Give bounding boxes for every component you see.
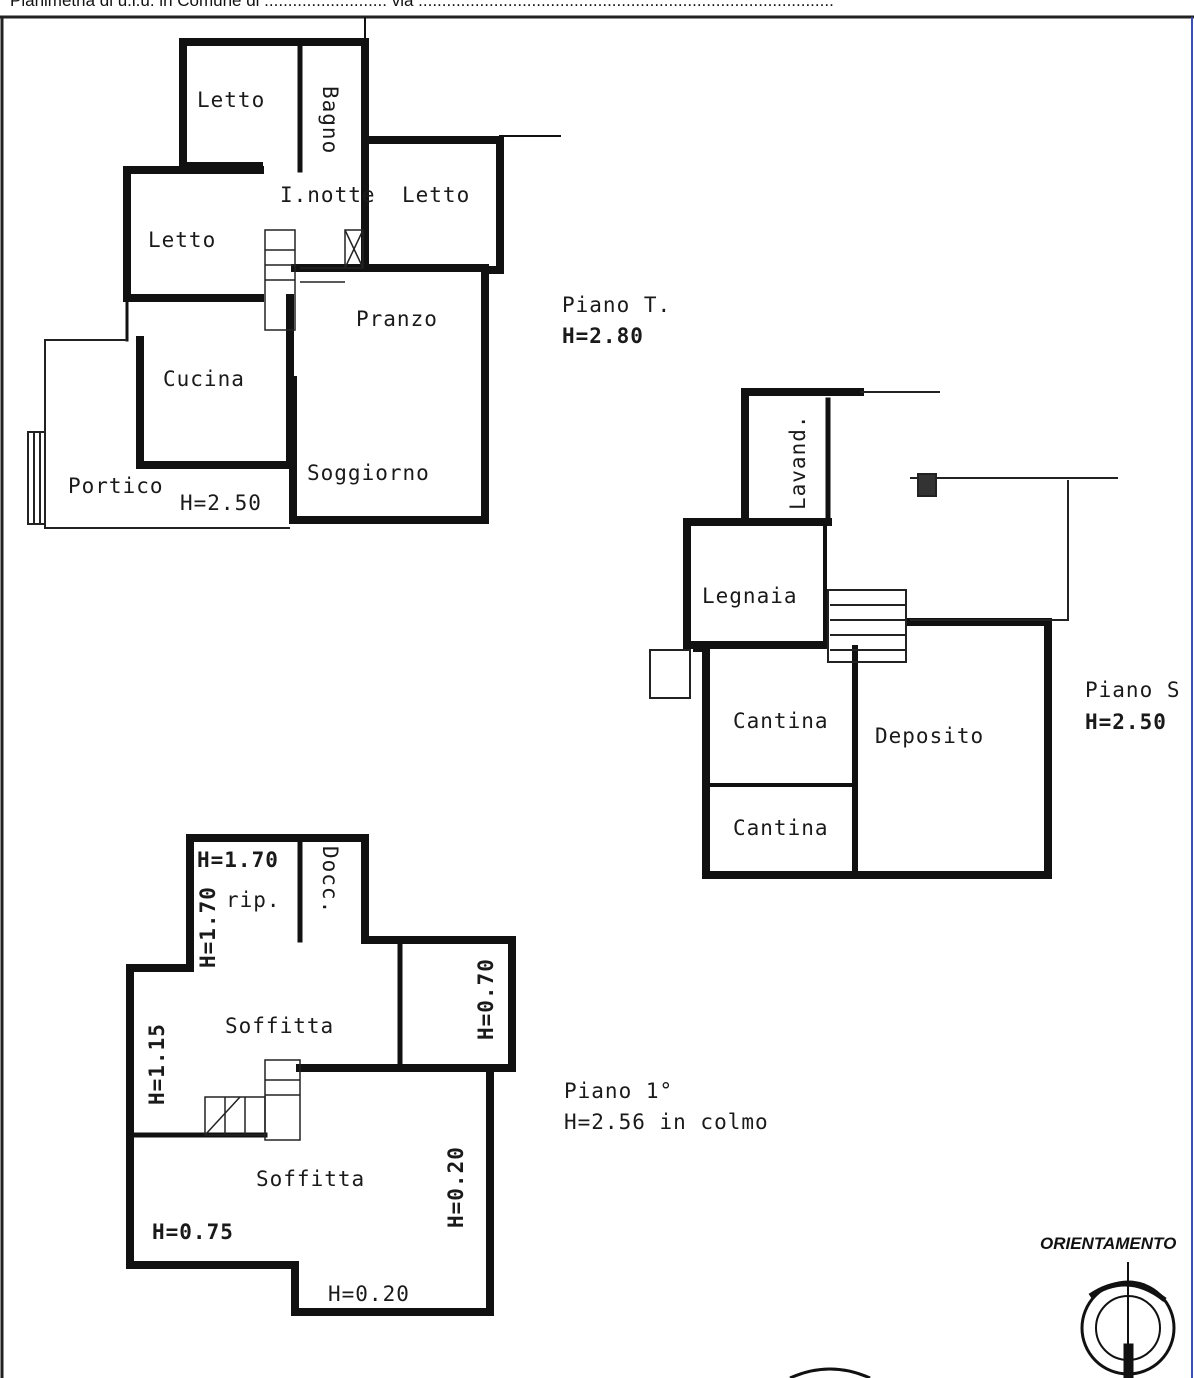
north-arrow-icon bbox=[1080, 1262, 1176, 1378]
room-label-letto-2: Letto bbox=[402, 183, 471, 207]
portico-height: H=2.50 bbox=[180, 491, 262, 515]
basement-title: Piano S bbox=[1085, 678, 1181, 702]
height-rip: H=1.70 bbox=[197, 848, 279, 872]
room-label-deposito: Deposito bbox=[875, 724, 985, 748]
basement-terrace-outline bbox=[649, 391, 1118, 699]
room-label-doccia: Docc. bbox=[318, 846, 342, 915]
room-label-soffitta-1: Soffitta bbox=[225, 1014, 335, 1038]
room-label-cucina: Cucina bbox=[163, 367, 245, 391]
height-0-70: H=0.70 bbox=[474, 958, 498, 1040]
room-label-cantina-1: Cantina bbox=[733, 709, 829, 733]
corridor-label: I.notte bbox=[280, 183, 376, 207]
ground-floor-title: Piano T. bbox=[562, 293, 672, 317]
room-label-bagno: Bagno bbox=[318, 86, 342, 155]
room-label-letto-3: Letto bbox=[148, 228, 217, 252]
document-header: Planimetria di u.i.u. in Comune di .....… bbox=[10, 0, 834, 10]
room-label-letto-1: Letto bbox=[197, 88, 266, 112]
room-label-portico: Portico bbox=[68, 474, 164, 498]
basement-walls bbox=[683, 388, 1052, 879]
ground-floor-walls bbox=[123, 17, 561, 524]
room-label-ripostiglio: rip. bbox=[226, 888, 281, 912]
orientation-label: ORIENTAMENTO bbox=[1040, 1234, 1177, 1253]
page-frame bbox=[0, 15, 1194, 1378]
first-floor-height: H=2.56 in colmo bbox=[564, 1110, 769, 1134]
ground-floor-height: H=2.80 bbox=[562, 324, 644, 348]
height-rip-side: H=1.70 bbox=[196, 886, 220, 968]
first-floor-stairs bbox=[204, 1059, 301, 1141]
height-0-20-bottom: H=0.20 bbox=[328, 1282, 410, 1306]
height-1-15: H=1.15 bbox=[145, 1023, 169, 1105]
basement-height: H=2.50 bbox=[1085, 710, 1167, 734]
height-0-75: H=0.75 bbox=[152, 1220, 234, 1244]
portico-outline bbox=[27, 339, 290, 529]
first-floor-title: Piano 1° bbox=[564, 1079, 674, 1103]
room-label-lavanderia: Lavand. bbox=[786, 414, 810, 510]
room-label-legnaia: Legnaia bbox=[702, 584, 798, 608]
room-label-cantina-2: Cantina bbox=[733, 816, 829, 840]
height-0-20-side: H=0.20 bbox=[444, 1146, 468, 1228]
room-label-soggiorno: Soggiorno bbox=[307, 461, 430, 485]
ground-floor-stairs bbox=[264, 229, 364, 331]
room-label-pranzo: Pranzo bbox=[356, 307, 438, 331]
room-label-soffitta-2: Soffitta bbox=[256, 1167, 366, 1191]
